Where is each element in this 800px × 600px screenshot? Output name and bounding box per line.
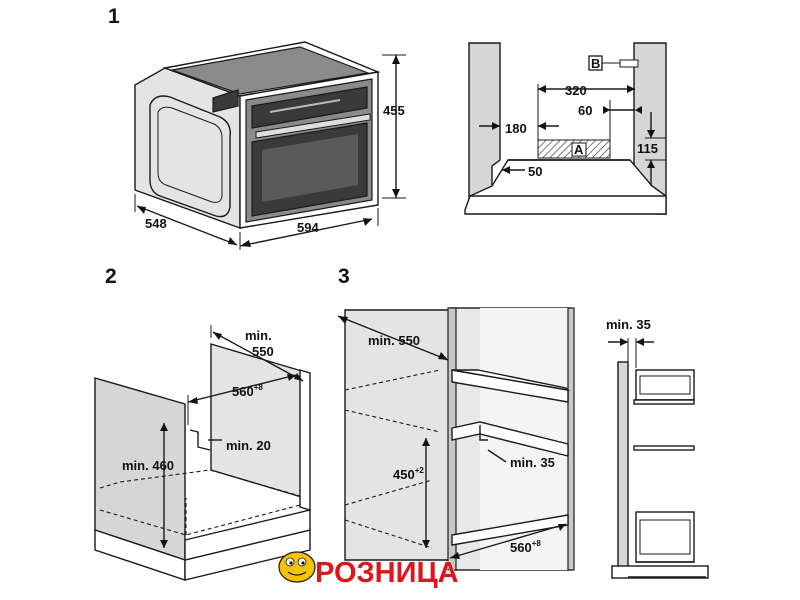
cabinet-floor-front bbox=[184, 509, 311, 561]
panel-2-number: 2 bbox=[105, 265, 117, 288]
niche-left-wall bbox=[468, 42, 501, 202]
niche-plan-drawing bbox=[464, 42, 667, 215]
niche-dim-60: 60 bbox=[578, 103, 592, 118]
cabinet-depth-label-line2: 550 bbox=[252, 344, 274, 359]
oven-dimension-lines bbox=[134, 54, 406, 250]
watermark-logo: РОЗНИЦА bbox=[278, 551, 459, 590]
tall-unit-side-view bbox=[608, 338, 709, 579]
niche-dim-320: 320 bbox=[565, 83, 587, 98]
oven-handle bbox=[255, 113, 371, 139]
cabinet-depth-label-line1: min. bbox=[245, 328, 272, 343]
tall-unit-vent-label: min. 35 bbox=[510, 455, 555, 470]
oven-height-label: 455 bbox=[383, 103, 405, 118]
mascot-icon bbox=[278, 551, 316, 583]
cabinet-right-edge bbox=[299, 369, 311, 511]
niche-floor bbox=[464, 159, 667, 215]
oven-top-panel bbox=[169, 46, 371, 95]
niche-dim-180: 180 bbox=[505, 121, 527, 136]
area-a-label: A bbox=[574, 142, 584, 157]
niche-dim-115: 115 bbox=[637, 141, 658, 156]
oven-display bbox=[269, 99, 341, 113]
oven-display-panel bbox=[251, 86, 368, 129]
cabinet-vent-label: min. 20 bbox=[226, 438, 271, 453]
oven-depth-label: 548 bbox=[145, 216, 167, 231]
tall-unit-drawing bbox=[337, 307, 575, 571]
oven-side bbox=[134, 67, 241, 229]
oven-drawing bbox=[134, 41, 381, 229]
socket-b-label: B bbox=[591, 56, 600, 71]
tall-unit-depth-label: min. 550 bbox=[368, 333, 420, 348]
oven-window-glass bbox=[262, 134, 358, 202]
oven-width-label: 594 bbox=[297, 220, 319, 235]
socket-b-icon bbox=[619, 59, 639, 68]
oven-control-strip bbox=[212, 89, 239, 113]
undercounter-drawing bbox=[94, 325, 311, 581]
tall-unit-middle-shelf bbox=[451, 421, 569, 457]
panel-3-number: 3 bbox=[338, 265, 350, 288]
side-view-plinth bbox=[611, 565, 709, 579]
niche-dim-50: 50 bbox=[528, 164, 542, 179]
oven-side-frame bbox=[149, 95, 231, 218]
panel-1-number: 1 bbox=[108, 5, 120, 28]
cabinet-height-label: min. 460 bbox=[122, 458, 174, 473]
cabinet-opening-label: 560+8 bbox=[232, 383, 263, 399]
side-gap-label: min. 35 bbox=[606, 317, 651, 332]
tall-unit-height-label: 450+2 bbox=[393, 466, 424, 482]
tall-unit-lower-shelf bbox=[451, 514, 569, 546]
tall-unit-width-label: 560+8 bbox=[510, 539, 541, 555]
side-view-wall bbox=[617, 361, 629, 575]
oven-side-inner bbox=[157, 106, 223, 203]
watermark-text: РОЗНИЦА bbox=[315, 557, 459, 589]
